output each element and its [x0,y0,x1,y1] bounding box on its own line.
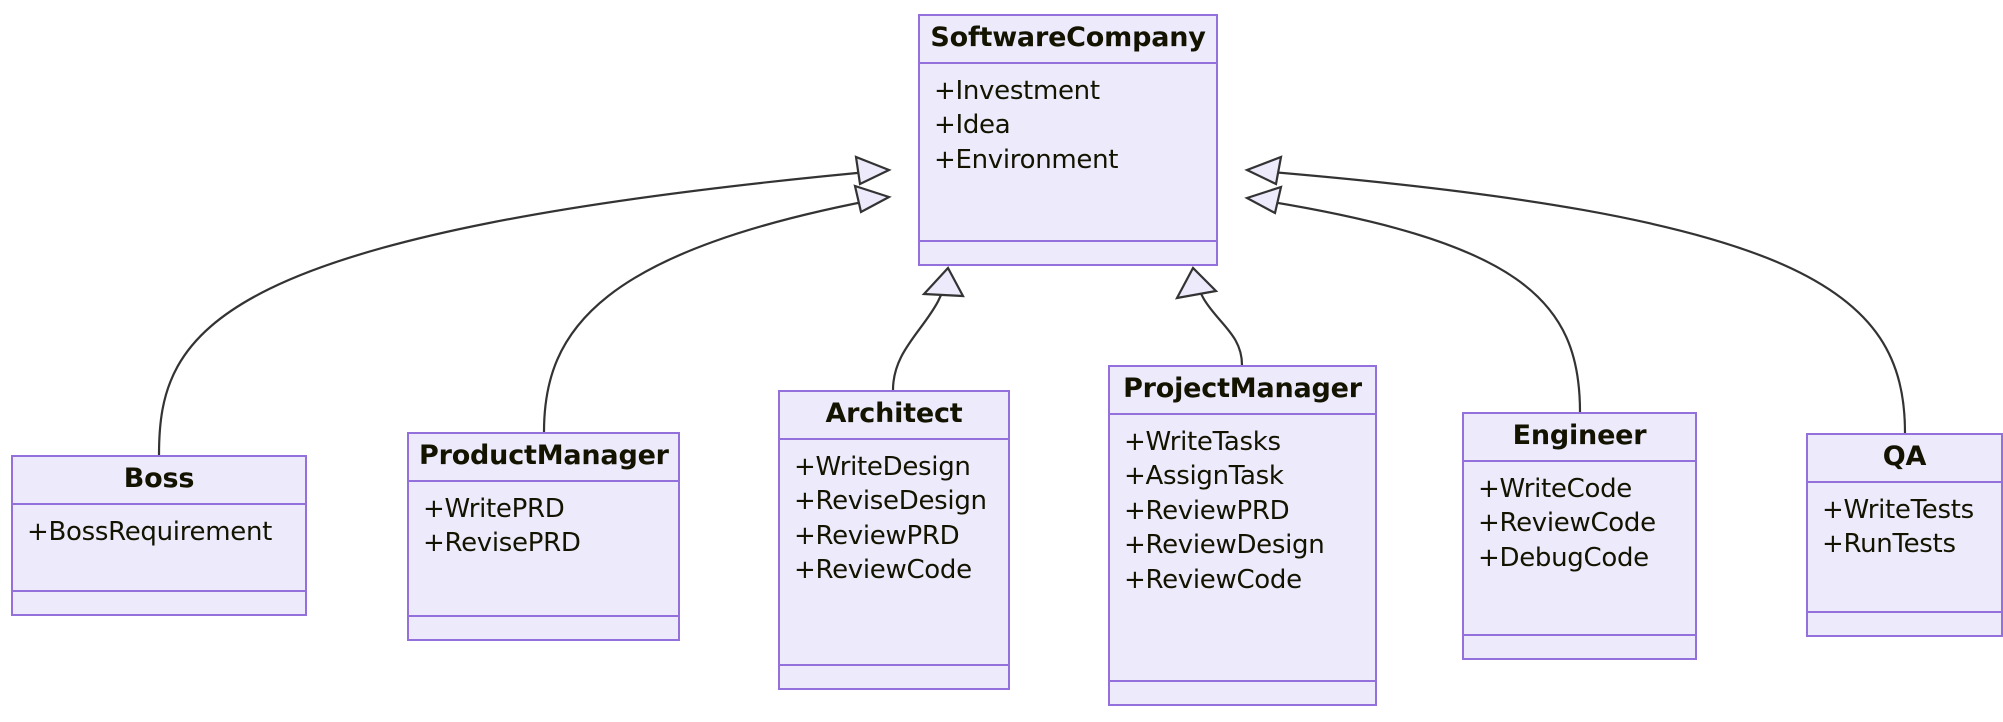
class-title-qa: QA [1808,435,2001,483]
class-member: +RevisePRD [423,528,581,559]
class-attributes-engineer: +WriteCode +ReviewCode +DebugCode [1464,462,1695,636]
class-node-boss[interactable]: Boss +BossRequirement [11,455,307,616]
class-node-engineer[interactable]: Engineer +WriteCode +ReviewCode +DebugCo… [1462,412,1697,660]
class-member: +ReviewPRD [1124,495,1290,526]
class-member: +Idea [934,110,1011,141]
class-attributes-projectmanager: +WriteTasks +AssignTask +ReviewPRD +Revi… [1110,415,1375,682]
class-member: +ReviewCode [794,555,972,586]
class-member: +AssignTask [1124,461,1284,492]
class-member: +DebugCode [1478,542,1649,573]
class-member: +RunTests [1822,529,1956,560]
class-member: +WriteDesign [794,451,971,482]
class-member: +WriteCode [1478,473,1632,504]
class-attributes-softwarecompany: +Investment +Idea +Environment [920,64,1216,242]
class-methods-productmanager [409,617,678,639]
class-member: +Environment [934,144,1119,175]
class-node-projectmanager[interactable]: ProjectManager +WriteTasks +AssignTask +… [1108,365,1377,706]
class-attributes-qa: +WriteTests +RunTests [1808,483,2001,613]
class-member: +Investment [934,75,1100,106]
class-attributes-boss: +BossRequirement [13,505,305,592]
class-title-productmanager: ProductManager [409,434,678,482]
class-node-qa[interactable]: QA +WriteTests +RunTests [1806,433,2003,637]
class-methods-softwarecompany [920,242,1216,264]
class-title-architect: Architect [780,392,1008,440]
edge-architect-to-softwarecompany [891,266,965,391]
class-node-softwarecompany[interactable]: SoftwareCompany +Investment +Idea +Envir… [918,14,1218,266]
class-member: +ReviewCode [1124,565,1302,595]
class-member: +WriteTasks [1124,426,1281,457]
class-methods-boss [13,592,305,614]
class-attributes-productmanager: +WritePRD +RevisePRD [409,482,678,617]
class-title-softwarecompany: SoftwareCompany [920,16,1216,64]
class-attributes-architect: +WriteDesign +ReviseDesign +ReviewPRD +R… [780,440,1008,666]
edge-projectmanager-to-softwarecompany [1174,266,1244,366]
class-title-projectmanager: ProjectManager [1110,367,1375,415]
class-methods-projectmanager [1110,682,1375,704]
class-member: +ReviewDesign [1124,530,1325,561]
class-methods-architect [780,666,1008,688]
class-methods-engineer [1464,636,1695,658]
class-member: +WritePRD [423,493,565,524]
class-node-productmanager[interactable]: ProductManager +WritePRD +RevisePRD [407,432,680,641]
class-title-boss: Boss [13,457,305,505]
class-member: +BossRequirement [27,516,273,547]
class-member: +ReviewCode [1478,508,1656,539]
class-title-engineer: Engineer [1464,414,1695,462]
class-member: +ReviseDesign [794,486,987,517]
class-member: +WriteTests [1822,494,1974,525]
class-node-architect[interactable]: Architect +WriteDesign +ReviseDesign +Re… [778,390,1010,690]
class-methods-qa [1808,613,2001,635]
class-member: +ReviewPRD [794,520,960,551]
